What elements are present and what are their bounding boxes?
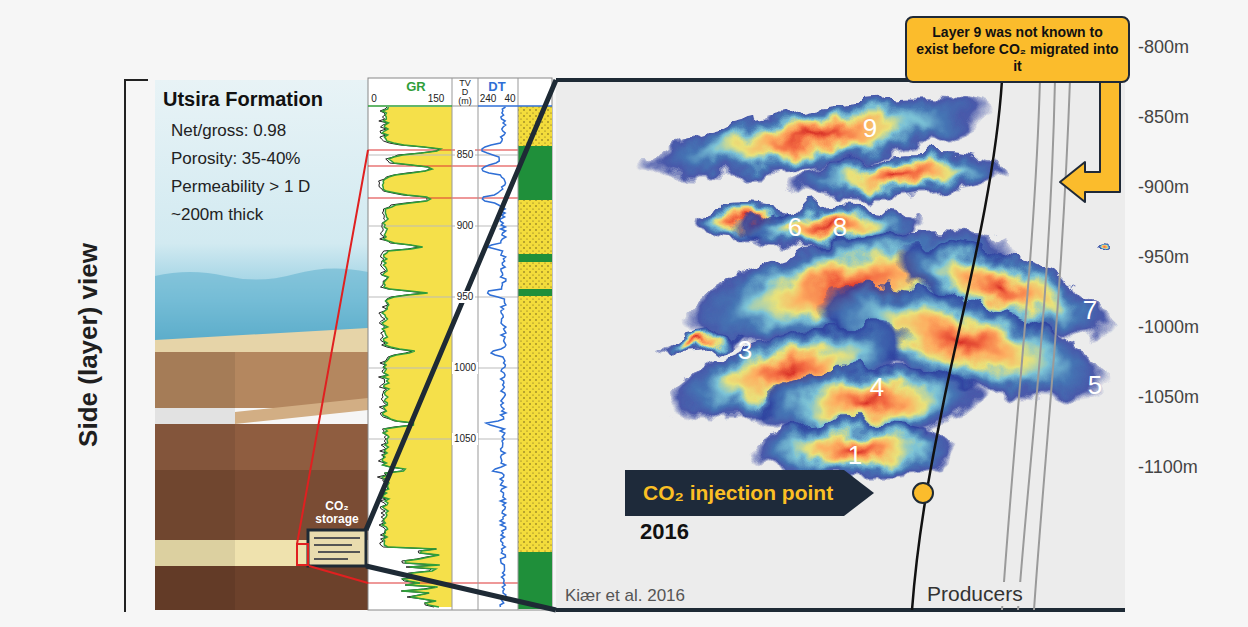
layer-number: 5 — [1088, 370, 1102, 400]
shale-band — [518, 289, 552, 296]
scale-value: 0 — [371, 93, 377, 105]
property-text: ~200m thick — [163, 201, 364, 229]
depth-axis-value: -1050m — [1138, 387, 1199, 408]
track-divider — [478, 78, 479, 610]
depth-value: 1050 — [452, 433, 478, 445]
formation-top — [368, 197, 518, 198]
log-zoom-line — [297, 150, 368, 583]
producer-well — [1034, 80, 1070, 610]
layer-number: 6 — [788, 212, 802, 242]
depth-axis-value: -1100m — [1138, 457, 1198, 478]
storage-label: CO₂ storage — [306, 500, 368, 526]
arrow-text: CO₂ injection point — [625, 470, 843, 516]
gr-scale-line — [368, 105, 452, 107]
rock-step — [235, 398, 368, 424]
depth-axis-value: -800m — [1138, 37, 1189, 58]
layer-number: 3 — [738, 335, 752, 365]
layer-number: 7 — [1083, 295, 1097, 325]
axis-title: Side (layer) view — [73, 243, 103, 447]
storage-box — [308, 530, 366, 566]
depth-axis-value: -850m — [1138, 107, 1189, 128]
scale-value: 240 — [480, 93, 497, 105]
producer-well — [1002, 80, 1040, 610]
track-header: GR — [406, 79, 426, 94]
plume-panel — [556, 80, 1125, 610]
layer-number: 9 — [863, 113, 877, 143]
producer-well — [1018, 80, 1055, 610]
view-bracket — [125, 80, 148, 612]
formation-top — [368, 149, 518, 150]
depth-value: 1000 — [452, 362, 478, 374]
lithology-column — [518, 106, 552, 609]
depth-grid — [368, 368, 518, 369]
well-label: Producers — [925, 582, 1025, 606]
log-location-box — [297, 544, 308, 565]
panel-heading: Utsira Formation — [163, 88, 364, 111]
plume-speck — [1096, 242, 1114, 254]
scale-value: 40 — [504, 93, 515, 105]
zoom-lines — [297, 80, 556, 610]
plume-layer — [789, 146, 1012, 209]
panel-border — [556, 80, 1125, 610]
log-curve — [377, 107, 439, 607]
citation: Kiær et al. 2016 — [565, 586, 685, 606]
arrow-body — [625, 470, 874, 516]
callout-text: Layer 9 was not known to exist before CO… — [915, 24, 1120, 75]
depth-value: 850 — [455, 149, 476, 161]
formation-top — [368, 165, 518, 166]
dt-curve — [482, 107, 506, 607]
dt-scale-line — [478, 105, 552, 107]
layer-number: 4 — [870, 372, 884, 402]
property-text: Permeability > 1 D — [163, 173, 364, 201]
info-panel: Utsira FormationNet/gross: 0.98Porosity:… — [155, 80, 368, 610]
plume-zoom-line — [366, 80, 556, 610]
depth-axis-value: -900m — [1138, 177, 1189, 198]
shale-band — [518, 254, 552, 262]
depth-value: 900 — [455, 220, 476, 232]
seabed-illustration — [155, 80, 368, 610]
track-divider — [518, 78, 519, 610]
injection-point-dot — [913, 483, 933, 503]
rock-shade — [155, 352, 235, 610]
injection-well — [912, 80, 1002, 610]
label-text: CO₂ storage — [306, 500, 368, 526]
storage-stripes — [314, 538, 360, 559]
depth-axis-value: -1000m — [1138, 317, 1199, 338]
gr-curve — [382, 107, 441, 607]
property-text: Porosity: 35-40% — [163, 145, 364, 173]
injection-arrow: CO₂ injection point — [625, 470, 874, 516]
layer-number: 1 — [848, 440, 862, 470]
property-text: Net/gross: 0.98 — [163, 117, 364, 145]
callout-box: Layer 9 was not known to exist before CO… — [905, 16, 1130, 83]
year-label: 2016 — [640, 519, 689, 544]
wells — [912, 80, 1070, 610]
track-header: TV D (m) — [457, 79, 473, 106]
track-divider — [452, 78, 453, 610]
plume-layer — [659, 326, 742, 364]
scale-value: 150 — [428, 93, 445, 105]
panel-ground — [556, 80, 1125, 610]
track-header: DT — [488, 79, 505, 94]
layer-number: 8 — [833, 212, 847, 242]
depth-value: 950 — [455, 291, 476, 303]
depth-axis-value: -950m — [1138, 247, 1189, 268]
sea — [155, 80, 368, 352]
depth-grid — [368, 439, 518, 440]
